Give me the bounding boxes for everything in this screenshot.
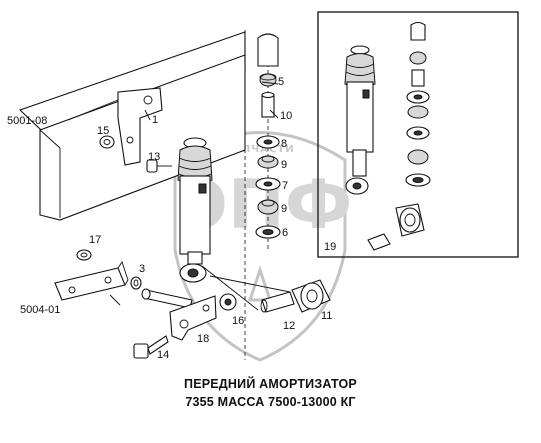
part-label-12: 12 — [283, 320, 295, 332]
part-label-6: 6 — [282, 227, 288, 239]
part-8-washer — [256, 135, 280, 149]
leader-5 — [261, 81, 279, 85]
bolt-part-13 — [146, 159, 172, 173]
center-parts-stack — [255, 33, 281, 250]
upper-bracket-part-1 — [117, 87, 163, 166]
leader-lines — [67, 81, 291, 311]
part-label-9-upper: 9 — [281, 159, 287, 171]
part-7-washer — [255, 177, 281, 191]
caption-title: ПЕРЕДНИЙ АМОРТИЗАТОР — [184, 377, 357, 391]
leader-5001-08 — [67, 99, 119, 121]
upper-bracket-hole — [143, 95, 153, 105]
part-label-11: 11 — [321, 310, 332, 322]
part-label-15: 15 — [97, 125, 109, 137]
part-number-labels: 5001-08 5004-01 1 12 3 5 10 8 9 7 9 6 11… — [7, 76, 336, 361]
frame-rail-edge-2 — [39, 129, 61, 149]
nut-part-17 — [76, 249, 92, 261]
bracket-part-18 — [169, 295, 217, 341]
part-label-14: 14 — [157, 349, 169, 361]
inset-shock-absorber — [344, 45, 376, 195]
leader-shock-to-bushing — [209, 275, 291, 293]
part-label-16: 16 — [232, 315, 244, 327]
sleeve-part-12 — [260, 291, 295, 313]
washer-part-3 — [130, 276, 142, 290]
part-10-sleeve — [261, 91, 275, 118]
leader-1 — [144, 109, 151, 121]
part-label-9-lower: 9 — [281, 203, 287, 215]
inset-parts-stack — [405, 21, 431, 187]
center-top-cap — [257, 33, 279, 67]
part-9-bushing-upper — [257, 155, 279, 169]
part-label-3: 3 — [139, 263, 145, 275]
part-9-bushing-lower — [257, 199, 279, 215]
code-label-5001-08: 5001-08 — [7, 115, 47, 127]
part-label-7: 7 — [282, 180, 288, 192]
part-6-washer — [255, 225, 281, 239]
shock-absorber-main — [177, 137, 213, 283]
watermark-text: ЗАПЧАСТИ — [225, 144, 295, 155]
leader-10 — [269, 109, 279, 119]
code-label-5004-01: 5004-01 — [20, 304, 60, 316]
shock-label-mark — [198, 183, 207, 194]
part-label-19: 19 — [324, 241, 336, 253]
lower-bracket-5004-01 — [54, 260, 129, 301]
leader-shock-to-sleeve — [201, 265, 259, 311]
part-label-5: 5 — [278, 76, 284, 88]
upper-bracket-hole-2 — [126, 136, 134, 144]
inset-kit-box — [317, 11, 519, 258]
part-label-10: 10 — [280, 110, 292, 122]
nut-part-15 — [99, 135, 115, 149]
inset-bushing — [395, 203, 425, 237]
caption-subtitle: 7355 МАССА 7500-13000 КГ — [185, 395, 356, 409]
part-label-13: 13 — [148, 151, 160, 163]
leader-5004-01 — [109, 294, 121, 306]
washer-part-16 — [219, 293, 237, 311]
pin-part-2 — [141, 288, 193, 309]
inset-sleeve — [367, 233, 391, 251]
shock-rod-end — [187, 251, 203, 265]
bushing-part-11 — [291, 279, 331, 313]
frame-rail-web — [39, 54, 246, 221]
part-label-18: 18 — [197, 333, 209, 345]
part-5-cap — [259, 73, 277, 87]
upper-bracket-body — [117, 87, 163, 166]
frame-rail — [18, 30, 246, 360]
part-label-17: 17 — [89, 234, 101, 246]
part-label-1: 1 — [152, 114, 158, 126]
bolt-part-14 — [133, 335, 169, 359]
part-label-8: 8 — [281, 138, 287, 150]
